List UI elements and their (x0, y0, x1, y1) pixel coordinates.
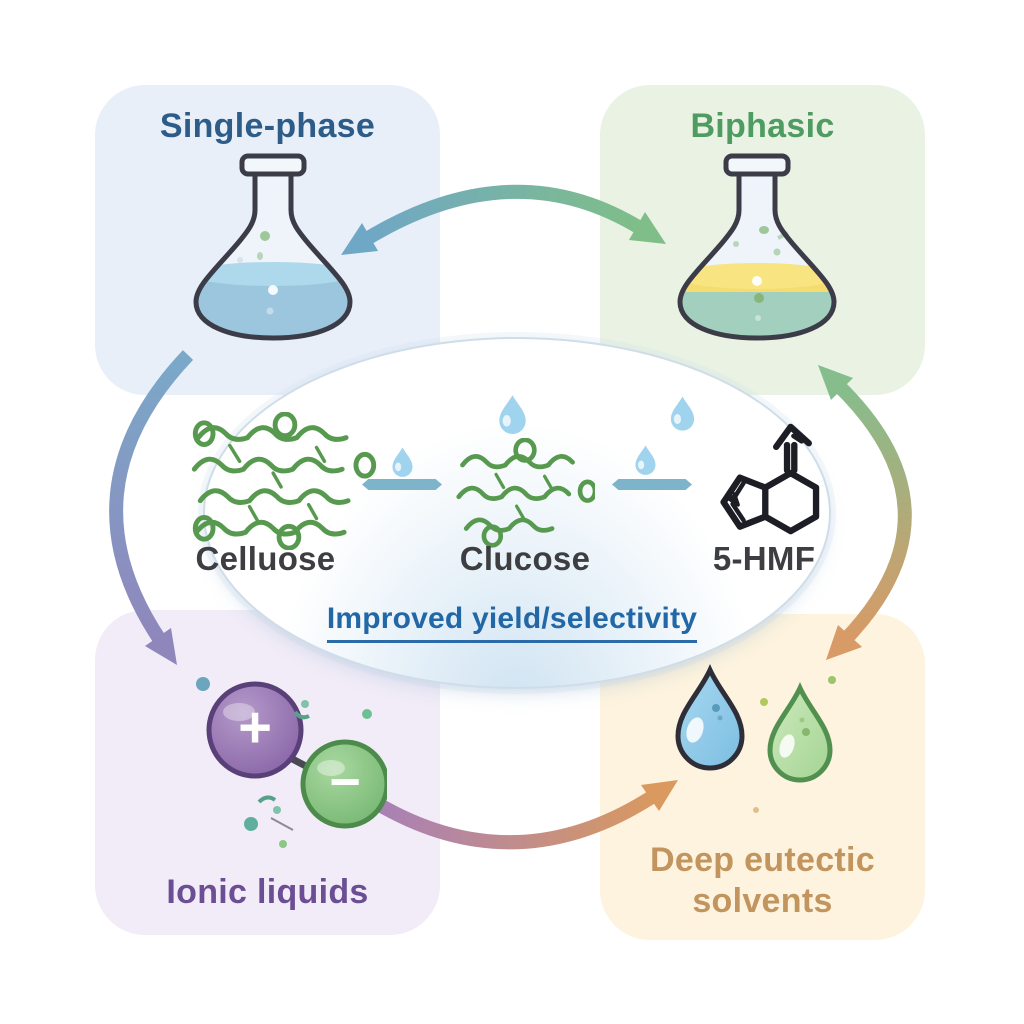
arrow-left-head-icon (145, 628, 177, 665)
speck (828, 676, 836, 684)
highlight (686, 717, 704, 743)
speck (237, 257, 243, 263)
deep-eutectic-title: Deep eutectic solvents (600, 840, 925, 923)
speck (717, 715, 723, 721)
arrow-top-shaft (361, 184, 644, 246)
arrow-bottom-shaft (364, 789, 659, 850)
green-solvent-droplet (767, 681, 833, 783)
highlight (317, 760, 345, 776)
highlight (223, 703, 255, 721)
arrow-top-right-head-icon (629, 212, 666, 244)
plus-icon: + (238, 695, 272, 760)
water-droplet-icon (635, 445, 656, 475)
glucose-label: Clucose (459, 540, 591, 577)
speck (799, 717, 805, 723)
liquid-surface (196, 262, 350, 286)
speck (196, 677, 210, 691)
reaction-arrow-2 (612, 479, 692, 490)
reaction-arrow-1 (362, 479, 442, 490)
minus-icon: − (329, 752, 361, 812)
arrow-left-shaft (109, 350, 194, 644)
caption-container: Improved yield/selectivity (262, 602, 762, 643)
speck (257, 795, 277, 804)
bubble (755, 315, 761, 321)
flask-rim (239, 153, 307, 177)
speck (802, 728, 810, 736)
improved-yield-caption: Improved yield/selectivity (326, 602, 698, 643)
speck (260, 231, 270, 241)
des-droplets-icon (675, 664, 836, 813)
speck (301, 700, 309, 708)
bubble (268, 285, 278, 295)
flask-outline (677, 171, 837, 341)
speck (362, 709, 372, 719)
single-phase-title: Single-phase (159, 107, 376, 145)
arrow-right-top-head-icon (818, 365, 853, 400)
highlight (779, 734, 795, 758)
speck (273, 806, 281, 814)
speck (760, 698, 768, 706)
deep-eutectic-title-line2: solvents (692, 882, 833, 921)
speck (753, 807, 759, 813)
speck (759, 226, 769, 234)
flask-outline (193, 171, 353, 341)
water-droplet-icon (392, 447, 413, 477)
flask-rim (723, 153, 791, 177)
deep-eutectic-title-line1: Deep eutectic (650, 841, 875, 879)
speck (773, 248, 781, 256)
central-reaction-ellipse (203, 337, 831, 689)
cation-sphere (206, 681, 304, 779)
arrow-bottom-right-head-icon (641, 780, 678, 811)
anion-sphere (300, 739, 387, 829)
speck (270, 817, 294, 831)
biphasic-title: Biphasic (690, 107, 835, 145)
cellulose-polymer-icon (191, 412, 377, 550)
water-droplet-icon (499, 395, 526, 434)
hmf-structure-icon (720, 423, 820, 535)
blue-solvent-droplet (675, 664, 745, 771)
glucose-molecule-icon (456, 438, 595, 548)
speck (293, 710, 310, 720)
speck (279, 840, 287, 848)
single-phase-flask-icon (193, 153, 353, 341)
biphasic-flask-icon (677, 153, 837, 341)
arrow-right-shaft (833, 379, 912, 645)
bubble (752, 276, 762, 286)
arrow-top-left-head-icon (341, 223, 378, 255)
ionic-liquids-title: Ionic liquids (166, 873, 369, 911)
water-droplet-icon (670, 396, 695, 431)
arrow-right-bottom-head-icon (826, 625, 862, 660)
bubble (266, 307, 274, 315)
speck (733, 241, 739, 247)
speck (712, 704, 720, 712)
speck (257, 252, 263, 260)
hmf-label: 5-HMF (712, 540, 816, 577)
ion-pair-icon: + − (196, 677, 387, 848)
speck (754, 293, 764, 303)
cellulose-label: Celluose (195, 540, 336, 577)
speck (244, 817, 258, 831)
